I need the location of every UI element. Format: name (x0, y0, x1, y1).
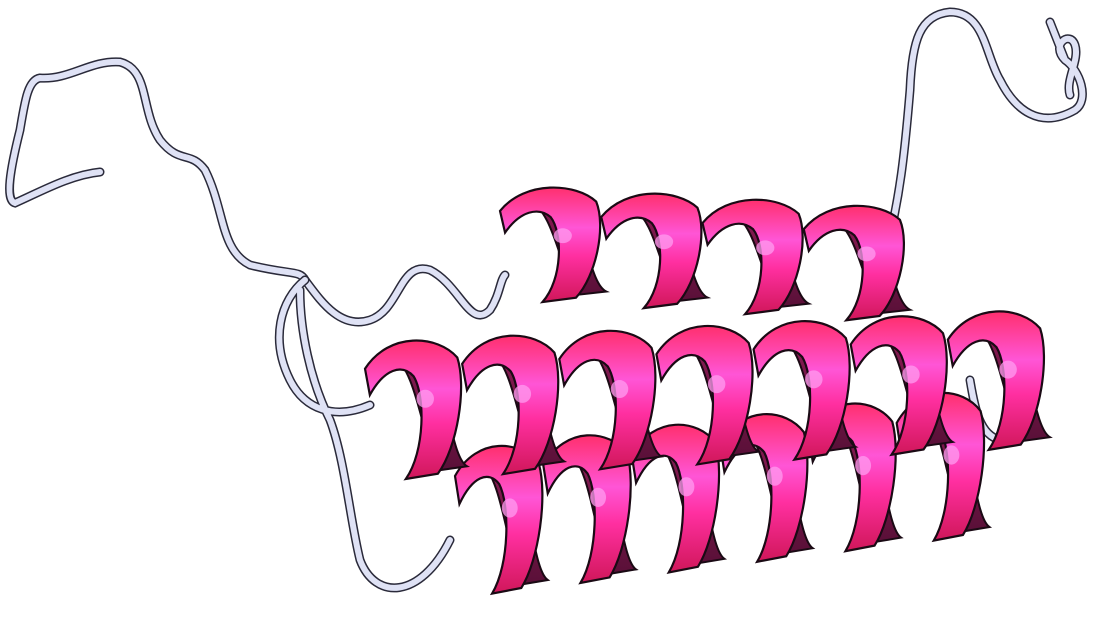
coil-left-loop (10, 62, 305, 280)
helix-middle-highlight (902, 365, 919, 383)
helix-top-front-strand (703, 200, 803, 314)
helix-top-front-strand (804, 206, 904, 320)
helix-top-highlight (857, 246, 875, 261)
helix-middle-highlight (708, 375, 725, 393)
helix-middle-highlight (514, 385, 531, 403)
helix-top-highlight (655, 234, 673, 249)
helix-bottom-highlight (678, 477, 694, 496)
helix-top-front-strand (601, 194, 701, 308)
helix-top (500, 188, 910, 321)
helix-middle-highlight (611, 380, 628, 398)
helix-top-highlight (554, 228, 572, 243)
helix-top-highlight (756, 240, 774, 255)
helix-bottom-highlight (590, 488, 606, 507)
helix-middle-highlight (416, 390, 433, 408)
helix-bottom-highlight (767, 467, 783, 486)
helix-bottom-highlight (855, 456, 871, 475)
helix-middle-front-strand (365, 341, 461, 479)
helix-middle-highlight (805, 370, 822, 388)
helix-top-front-strand (500, 188, 600, 302)
helix-bottom-highlight (502, 498, 518, 517)
helix-middle-highlight (999, 361, 1016, 379)
helix-bottom-highlight (943, 445, 959, 464)
